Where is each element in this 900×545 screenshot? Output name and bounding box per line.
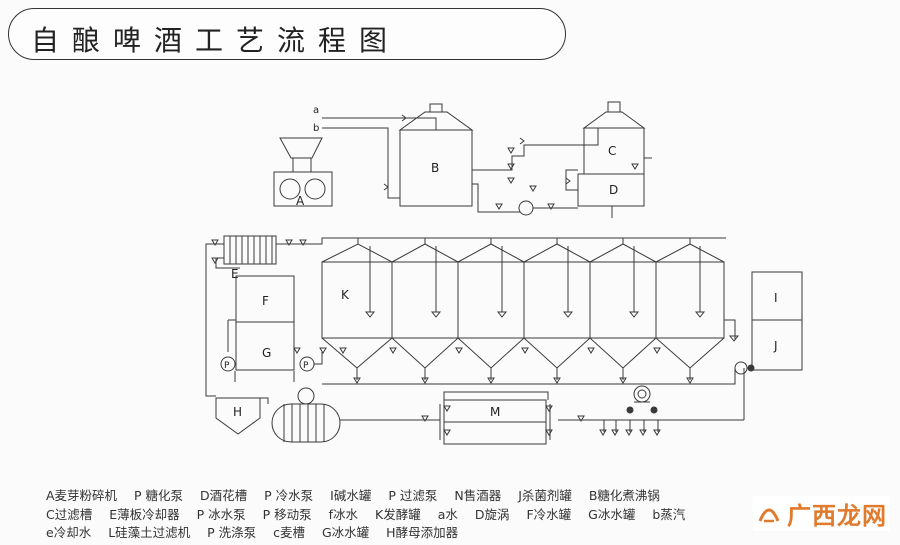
legend-item: P 冰水泵 bbox=[196, 506, 246, 522]
equipment-h-yeast-adder: H bbox=[215, 397, 261, 435]
legend-item: f冰水 bbox=[328, 506, 359, 522]
label-i: I bbox=[774, 291, 778, 305]
legend-item: P 移动泵 bbox=[262, 506, 312, 522]
legend-item: I碱水罐 bbox=[330, 488, 372, 503]
pipe-g-legs bbox=[234, 371, 295, 382]
equipment-j-sterilizer-tank: J bbox=[743, 319, 803, 420]
label-pump-right: P bbox=[303, 361, 309, 371]
equipment-i-lye-tank: I bbox=[751, 271, 803, 321]
watermark-text: 广西龙网 bbox=[787, 502, 887, 530]
legend-row-1: A麦芽粉碎机 P 糖化泵 D酒花槽 P 冷水泵 I碱水罐 P 过滤泵 N售酒器 … bbox=[46, 487, 896, 506]
label-pump-left: P bbox=[224, 361, 230, 371]
equipment-f-cold-water-tank: F bbox=[235, 275, 295, 323]
equipment-k-fermenters: K bbox=[321, 243, 725, 369]
legend-item: L硅藻土过滤机 bbox=[108, 525, 191, 540]
page-title: 自酿啤酒工艺流程图 bbox=[31, 24, 401, 57]
equipment-g-ice-water-tank: G bbox=[227, 319, 301, 371]
label-inlet-b: b bbox=[313, 123, 319, 134]
label-f: F bbox=[262, 294, 269, 308]
equipment-d-whirlpool: D bbox=[565, 169, 645, 218]
label-c: C bbox=[608, 144, 616, 158]
label-h: H bbox=[233, 405, 242, 419]
legend-item: D旋涡 bbox=[474, 506, 510, 522]
legend-item: J杀菌剂罐 bbox=[518, 488, 572, 503]
legend: A麦芽粉碎机 P 糖化泵 D酒花槽 P 冷水泵 I碱水罐 P 过滤泵 N售酒器 … bbox=[46, 487, 896, 543]
equipment-a-malt-mill: A bbox=[273, 137, 333, 208]
watermark: 广西龙网 bbox=[753, 496, 890, 531]
label-k: K bbox=[341, 288, 350, 302]
label-j: J bbox=[773, 339, 778, 353]
equipment-e-plate-cooler: E bbox=[205, 235, 726, 380]
legend-item: K发酵罐 bbox=[375, 506, 421, 522]
pump-right: P bbox=[299, 347, 327, 372]
equipment-m-tank: M bbox=[439, 391, 744, 445]
legend-item: H酵母添加器 bbox=[386, 525, 459, 540]
label-g: G bbox=[262, 346, 271, 360]
legend-item: B糖化煮沸锅 bbox=[588, 488, 660, 503]
legend-item: A麦芽粉碎机 bbox=[46, 488, 118, 503]
title-banner: 自酿啤酒工艺流程图 bbox=[8, 8, 566, 60]
pipe-to-h bbox=[205, 380, 216, 397]
equipment-c-lauter-tun: C bbox=[582, 101, 652, 175]
equipment-n-dispensers bbox=[599, 385, 661, 436]
legend-item: e冷却水 bbox=[46, 525, 92, 540]
legend-item: E薄板冷却器 bbox=[109, 506, 180, 522]
pump-left: P bbox=[220, 356, 236, 372]
legend-item: P 过滤泵 bbox=[388, 488, 438, 503]
legend-item: G冰水罐 bbox=[588, 506, 636, 522]
legend-item: G冰水罐 bbox=[322, 525, 370, 540]
equipment-l-diatomite-filter bbox=[260, 387, 440, 443]
inlet-lines-a-b: a b bbox=[313, 105, 437, 199]
legend-item: F冷水罐 bbox=[526, 506, 572, 522]
legend-row-3: e冷却水 L硅藻土过滤机 P 洗涤泵 c麦槽 G冰水罐 H酵母添加器 bbox=[46, 524, 896, 543]
label-d: D bbox=[609, 183, 618, 197]
legend-item: c麦槽 bbox=[273, 525, 306, 540]
legend-row-2: C过滤槽 E薄板冷却器 P 冰水泵 P 移动泵 f冰水 K发酵罐 a水 D旋涡 … bbox=[46, 506, 896, 525]
pipe-b-to-c bbox=[472, 128, 599, 216]
legend-item: N售酒器 bbox=[454, 488, 502, 503]
legend-item: P 冷水泵 bbox=[264, 488, 314, 503]
legend-item: P 洗涤泵 bbox=[207, 525, 257, 540]
label-m: M bbox=[490, 405, 500, 419]
legend-item: b蒸汽 bbox=[652, 506, 686, 522]
label-inlet-a: a bbox=[313, 105, 319, 116]
watermark-logo-icon bbox=[758, 508, 780, 522]
label-e: E bbox=[231, 267, 239, 281]
legend-item: C过滤槽 bbox=[46, 506, 93, 522]
legend-item: D酒花槽 bbox=[200, 488, 248, 503]
label-a: A bbox=[296, 194, 305, 208]
legend-item: P 糖化泵 bbox=[134, 488, 184, 503]
legend-item: a水 bbox=[437, 506, 458, 522]
fermenter-internals bbox=[322, 238, 748, 385]
label-b: B bbox=[431, 161, 439, 175]
